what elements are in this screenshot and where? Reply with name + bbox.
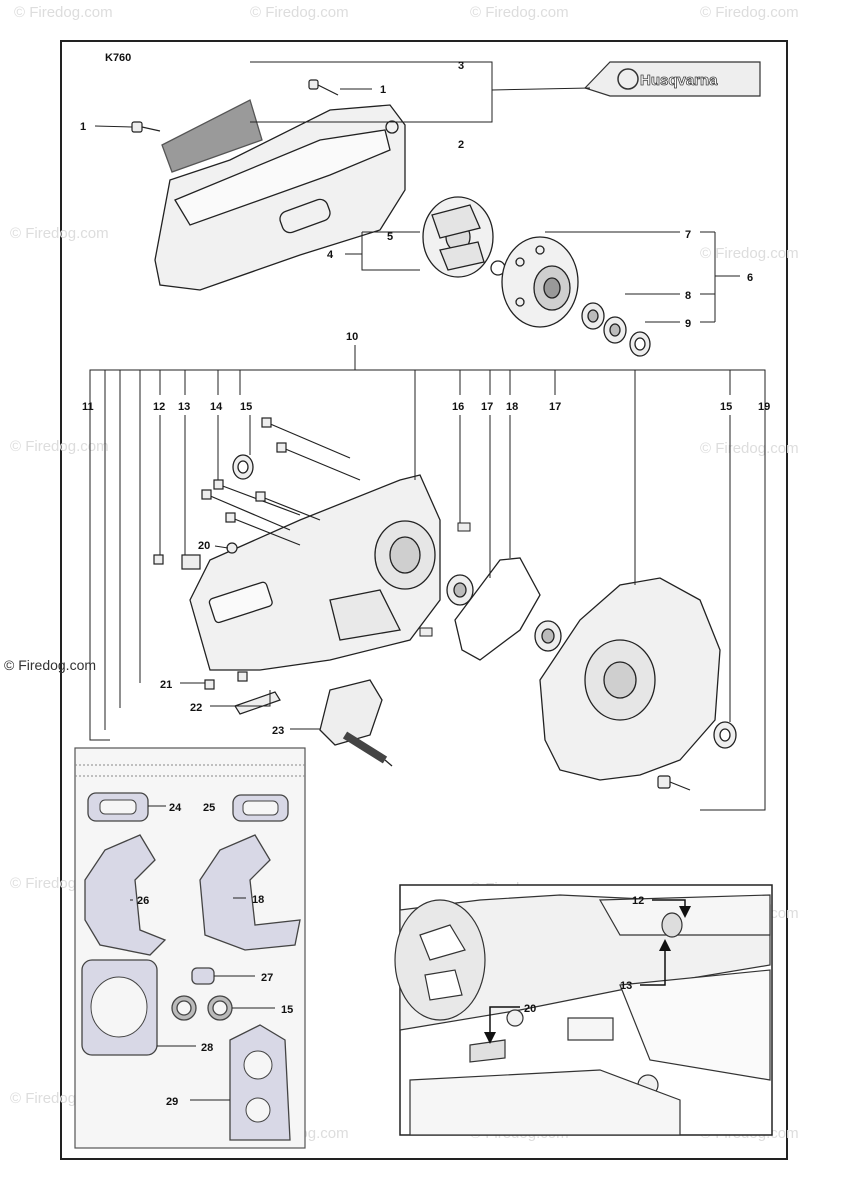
crankcase-gasket xyxy=(454,557,541,661)
husqvarna-logo: Husqvarna xyxy=(583,61,761,97)
bolt-1 xyxy=(131,79,339,133)
callout: 1 xyxy=(80,121,86,133)
watermark: © Firedog.com xyxy=(10,438,109,455)
callout: 20 xyxy=(198,540,210,552)
detail-inset: 12 13 20 xyxy=(394,884,773,1136)
callout: 15 xyxy=(240,401,252,413)
watermark: © Firedog.com xyxy=(10,225,109,242)
brand-text: Husqvarna xyxy=(640,72,718,89)
callout: 20 xyxy=(524,1003,536,1015)
gasket-27 xyxy=(191,967,215,985)
callout: 27 xyxy=(261,972,273,984)
callout: 8 xyxy=(685,290,691,302)
watermark: © Firedog.com xyxy=(470,4,569,21)
crankcase-bolts xyxy=(201,417,361,546)
callout: 13 xyxy=(178,401,190,413)
belt-guard xyxy=(154,99,406,291)
callout: 1 xyxy=(380,84,386,96)
callout: 11 xyxy=(82,401,94,413)
gasket-18-kit xyxy=(199,834,301,951)
callout: 18 xyxy=(252,894,264,906)
gasket-kit-panel: 24 25 26 18 27 15 28 29 xyxy=(74,747,306,1149)
dowel-pin xyxy=(457,522,471,532)
watermark: © Firedog.com xyxy=(700,440,799,457)
model-label: K760 xyxy=(105,52,132,64)
bearings xyxy=(581,302,651,357)
watermark: © Firedog.com xyxy=(250,4,349,21)
callout: 29 xyxy=(166,1096,178,1108)
callout: 6 xyxy=(747,272,753,284)
gasket-29 xyxy=(229,1024,291,1141)
diagram-frame xyxy=(60,40,788,1160)
callout: 12 xyxy=(632,895,644,907)
callout: 23 xyxy=(272,725,284,737)
dowel-pin xyxy=(419,627,433,637)
callout: 10 xyxy=(346,331,358,343)
watermark: © Firedog.com xyxy=(700,4,799,21)
callout: 17 xyxy=(481,401,493,413)
callout: 28 xyxy=(201,1042,213,1054)
callout: 22 xyxy=(190,702,202,714)
callout: 2 xyxy=(458,139,464,151)
clutch xyxy=(422,196,494,278)
small-parts xyxy=(153,542,281,715)
callout: 21 xyxy=(160,679,172,691)
callout: 26 xyxy=(137,895,149,907)
callout: 7 xyxy=(685,229,691,241)
gasket-26 xyxy=(84,834,167,956)
plug-19 xyxy=(657,775,691,791)
callout: 19 xyxy=(758,401,770,413)
callout: 16 xyxy=(452,401,464,413)
callout: 18 xyxy=(506,401,518,413)
callout: 5 xyxy=(387,231,393,243)
crankcase-half-left xyxy=(189,474,441,671)
seal-15 xyxy=(713,721,737,749)
callout: 13 xyxy=(620,980,632,992)
callout: 15 xyxy=(281,1004,293,1016)
callout: 3 xyxy=(458,60,464,72)
leader-lines xyxy=(89,61,766,811)
seal-17 xyxy=(446,574,562,652)
callout: 14 xyxy=(210,401,223,413)
copyright-text: © Firedog.com xyxy=(4,657,97,673)
crankcase-half-right xyxy=(539,577,721,781)
callout: 17 xyxy=(549,401,561,413)
callout: 15 xyxy=(720,401,732,413)
callout: 12 xyxy=(153,401,165,413)
callout: 9 xyxy=(685,318,691,330)
seal xyxy=(232,454,254,480)
callout: 4 xyxy=(327,249,334,261)
callout: 24 xyxy=(169,802,182,814)
belt-tensioner xyxy=(319,679,393,767)
callout: 25 xyxy=(203,802,215,814)
watermark: © Firedog.com xyxy=(700,245,799,262)
watermark: © Firedog.com xyxy=(14,4,113,21)
callout-labels: 1 1 2 3 4 5 6 7 8 9 10 11 12 13 14 15 16… xyxy=(80,60,770,737)
clutch-drum xyxy=(501,236,579,328)
